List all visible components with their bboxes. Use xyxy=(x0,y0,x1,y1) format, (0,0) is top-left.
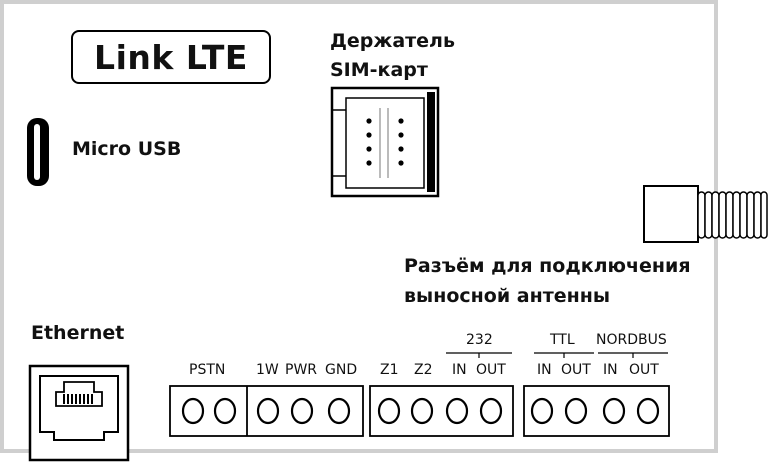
terminal-screw xyxy=(445,397,469,425)
ethernet-port-icon xyxy=(28,364,130,462)
terminal-screw xyxy=(181,397,205,425)
antenna-label-line1: Разъём для подключения xyxy=(404,255,691,277)
ethernet-label: Ethernet xyxy=(31,322,125,344)
terminal-screw xyxy=(213,397,237,425)
antenna-connector-icon xyxy=(643,185,768,243)
micro-usb-label: Micro USB xyxy=(72,138,182,160)
terminal-label-gnd: GND xyxy=(325,362,358,378)
terminal-block-power xyxy=(169,385,364,437)
group-brackets xyxy=(446,352,668,358)
terminal-label-1w: 1W xyxy=(256,362,279,378)
terminal-screw xyxy=(410,397,434,425)
group-label-nordbus: NORDBUS xyxy=(596,332,667,348)
micro-usb-port-icon xyxy=(27,118,49,186)
terminal-screw xyxy=(290,397,314,425)
terminal-screw xyxy=(530,397,554,425)
device-title-plate: Link LTE xyxy=(71,30,271,84)
terminal-block-zones xyxy=(369,385,514,437)
terminal-label-pwr: PWR xyxy=(285,362,318,378)
antenna-label-line2: выносной антенны xyxy=(404,285,611,307)
terminal-screw xyxy=(636,397,660,425)
terminal-label-232-in: IN xyxy=(452,362,467,378)
terminal-label-nordbus-out: OUT xyxy=(629,362,659,378)
terminal-label-232-out: OUT xyxy=(476,362,506,378)
sim-holder-label-line2: SIM-карт xyxy=(330,59,428,81)
terminal-screw xyxy=(602,397,626,425)
device-title: Link LTE xyxy=(94,37,248,77)
terminal-screws xyxy=(181,397,660,425)
terminal-label-ttl-out: OUT xyxy=(561,362,591,378)
terminal-label-nordbus-in: IN xyxy=(603,362,618,378)
terminal-screw xyxy=(479,397,503,425)
sim-holder-icon xyxy=(330,86,440,198)
group-label-ttl: TTL xyxy=(550,332,575,348)
terminal-screw xyxy=(327,397,351,425)
terminal-screw xyxy=(564,397,588,425)
terminal-label-pstn: PSTN xyxy=(189,362,226,378)
terminal-screw xyxy=(256,397,280,425)
group-label-232: 232 xyxy=(466,332,493,348)
terminal-label-ttl-in: IN xyxy=(537,362,552,378)
terminal-label-z1: Z1 xyxy=(380,362,399,378)
sim-holder-label-line1: Держатель xyxy=(330,30,455,52)
terminal-block-buses xyxy=(523,385,670,437)
terminal-label-z2: Z2 xyxy=(414,362,433,378)
terminal-screw xyxy=(377,397,401,425)
